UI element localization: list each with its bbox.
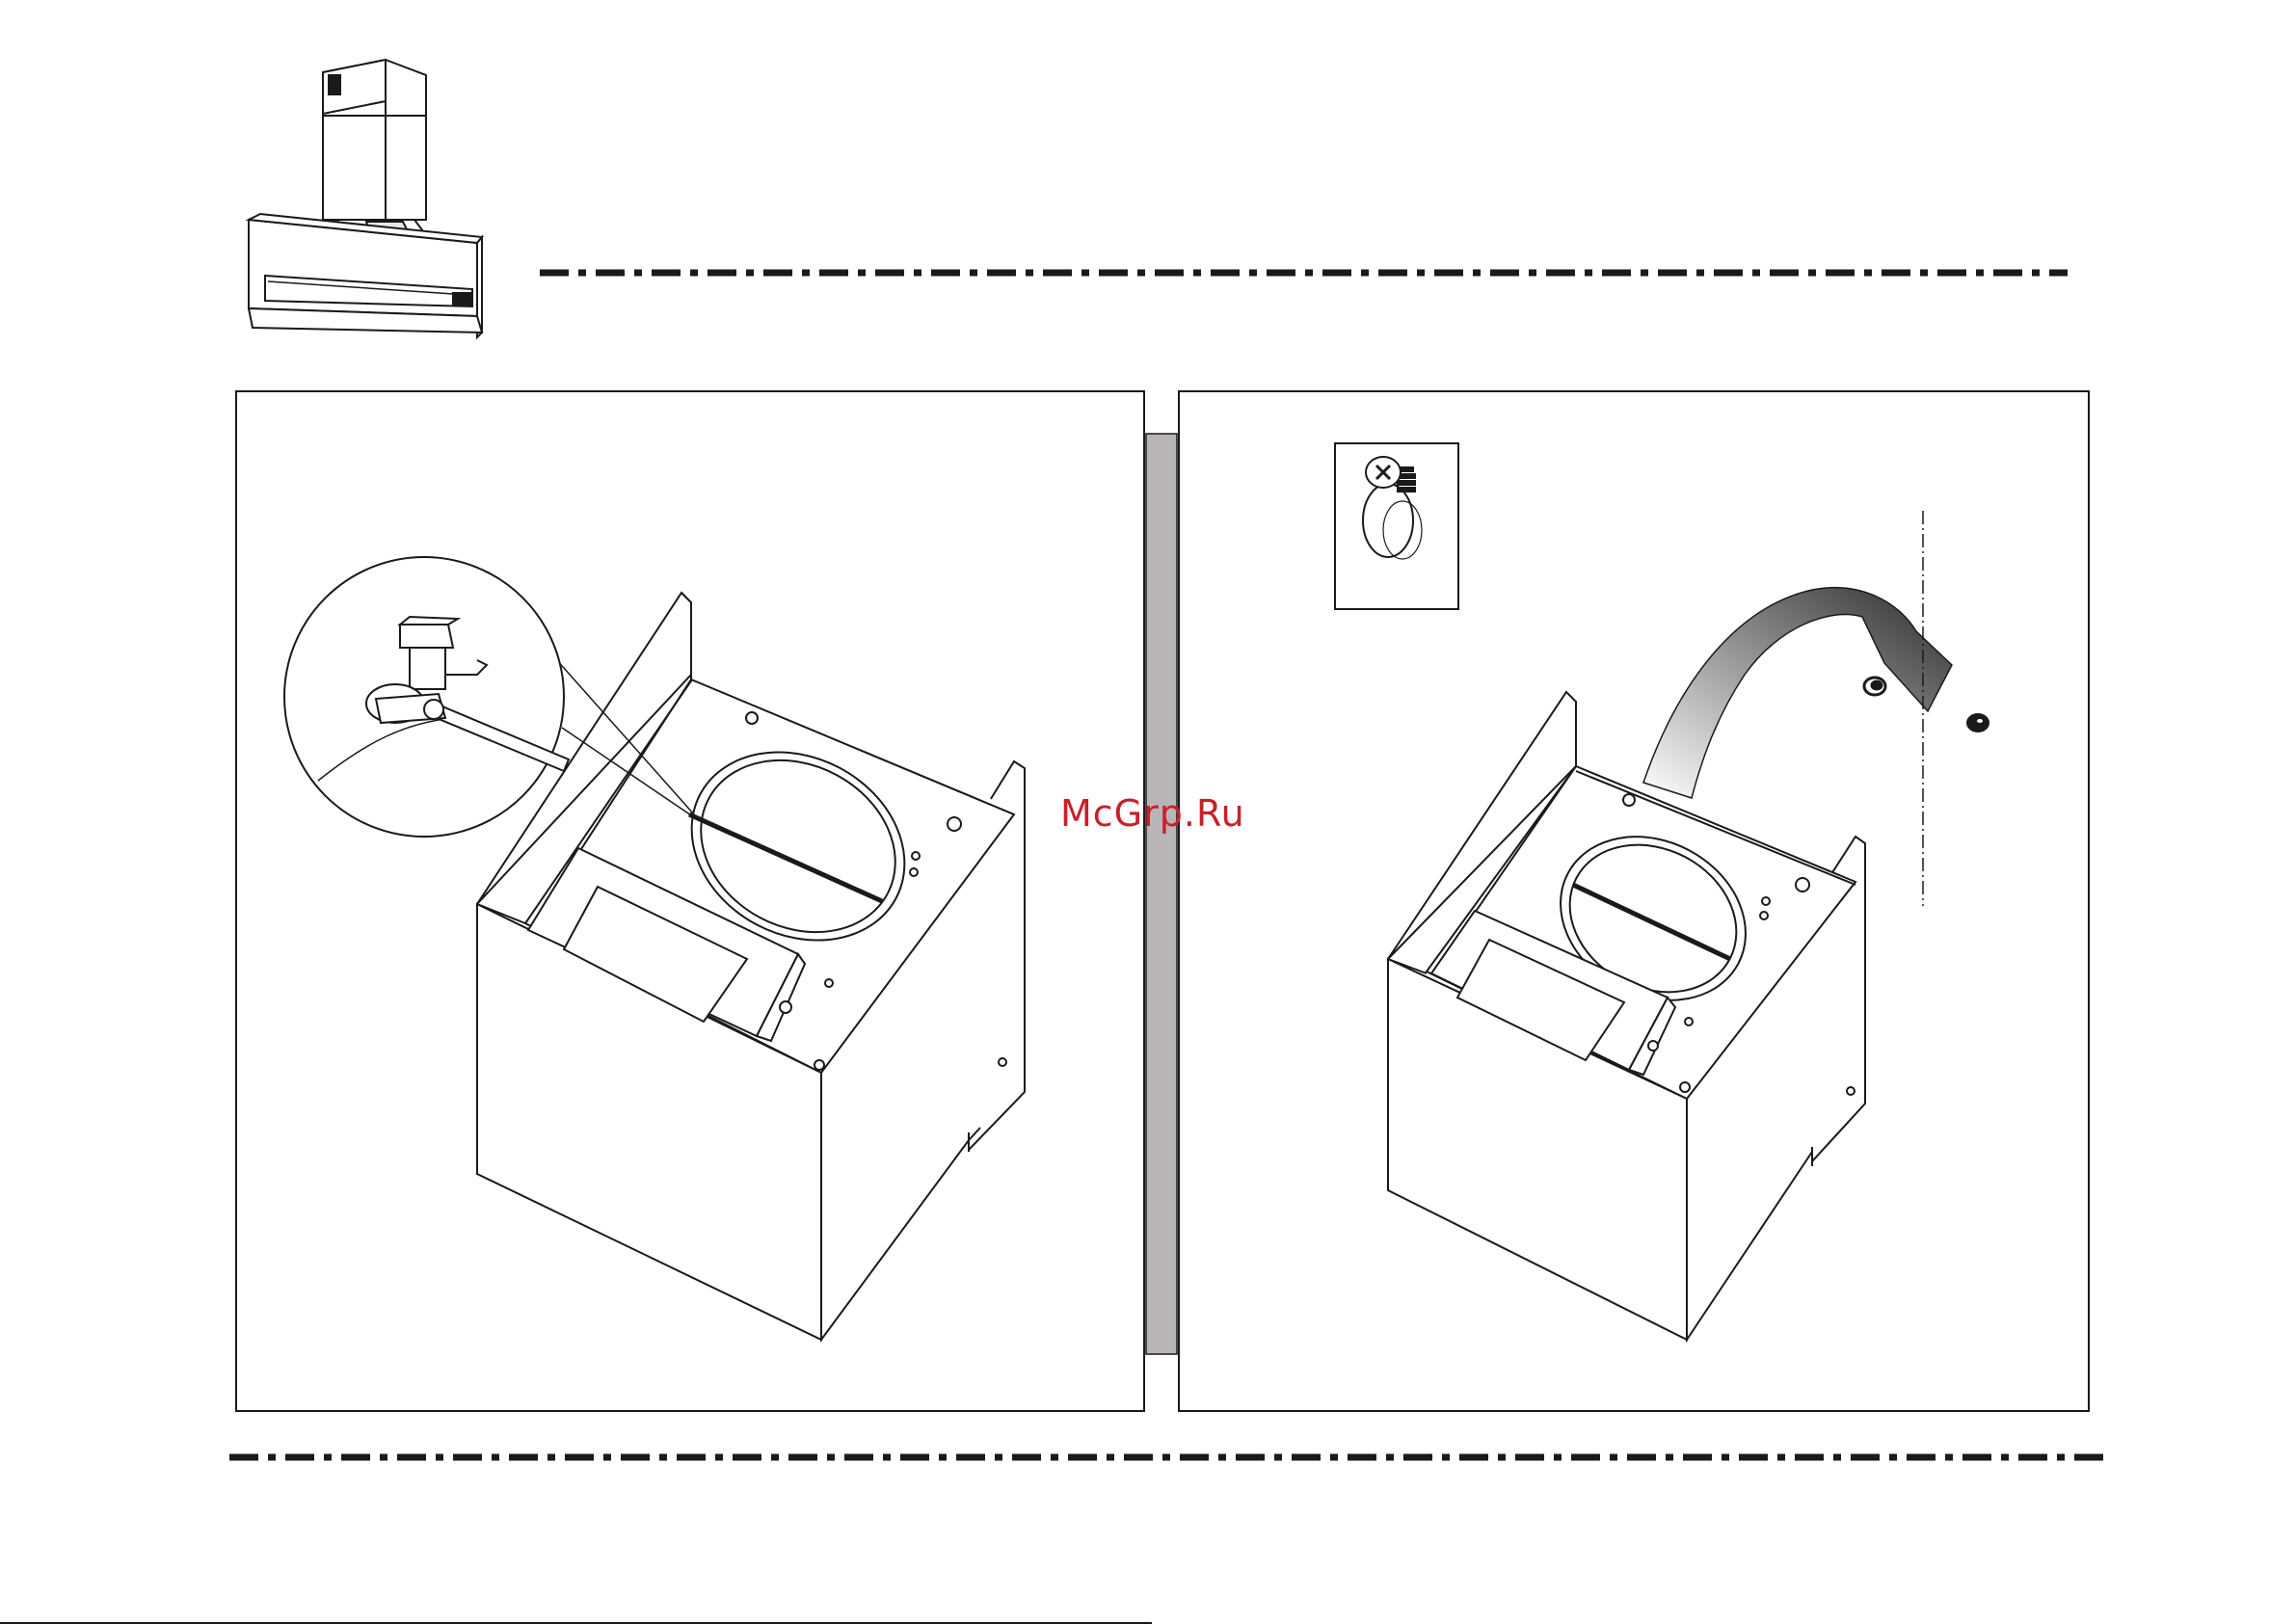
nut-icon [1864, 678, 1885, 695]
right-housing-drawing [1388, 692, 1865, 1340]
cooker-hood-icon [249, 60, 482, 337]
panel-divider [1146, 434, 1177, 1354]
removal-arrow-icon [1643, 588, 1952, 798]
watermark-text: McGrp.Ru [1060, 792, 1245, 835]
cap-nut-icon [1967, 714, 1989, 732]
screw-inset [1335, 443, 1458, 609]
